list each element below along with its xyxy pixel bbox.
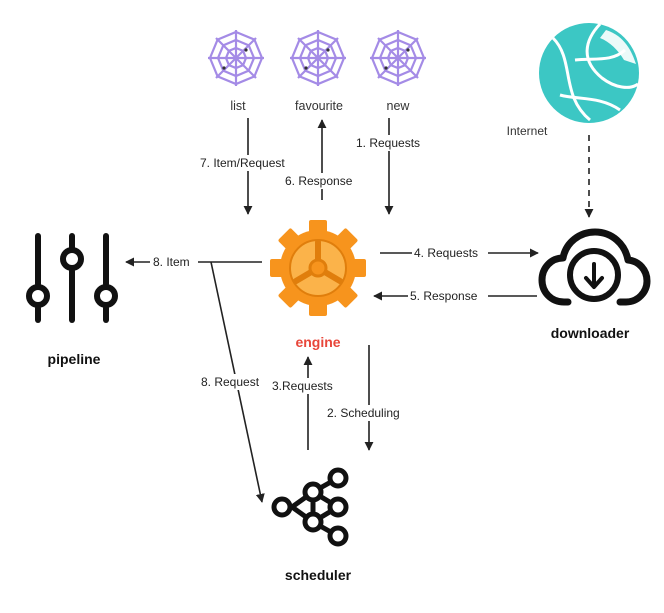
spider-list: list	[208, 30, 264, 113]
globe-icon	[539, 22, 639, 123]
edge-label-6: 6. Response	[285, 174, 353, 188]
spider-new: new	[370, 30, 426, 113]
downloader-label: downloader	[551, 325, 630, 341]
spider-label-list: list	[230, 99, 246, 113]
edge-label-1: 1. Requests	[356, 136, 420, 150]
internet-node: Internet	[507, 22, 639, 138]
spider-label-favourite: favourite	[295, 99, 343, 113]
spider-web-icon	[208, 30, 264, 86]
edge-label-4: 4. Requests	[414, 246, 478, 260]
gear-icon	[270, 220, 366, 316]
edge-label-2: 2. Scheduling	[327, 406, 400, 420]
edge-label-8-item: 8. Item	[153, 255, 190, 269]
scheduler-node: scheduler	[271, 467, 352, 583]
network-nodes-icon	[271, 467, 349, 547]
pipeline-node: pipeline	[26, 233, 118, 367]
spider-web-icon	[290, 30, 346, 86]
engine-node: engine	[270, 220, 366, 350]
sliders-icon	[26, 233, 118, 323]
edge-label-8-request: 8. Request	[201, 375, 260, 389]
edge-label-5: 5. Response	[410, 289, 478, 303]
engine-label: engine	[295, 334, 340, 350]
scheduler-label: scheduler	[285, 567, 352, 583]
pipeline-label: pipeline	[48, 351, 101, 367]
cloud-download-icon	[538, 228, 651, 306]
internet-label: Internet	[507, 124, 548, 138]
edge-label-7: 7. Item/Request	[200, 156, 285, 170]
spider-favourite: favourite	[290, 30, 346, 113]
edge-label-3: 3.Requests	[272, 379, 333, 393]
spider-web-icon	[370, 30, 426, 86]
spider-label-new: new	[387, 99, 411, 113]
downloader-node: downloader	[538, 228, 651, 341]
